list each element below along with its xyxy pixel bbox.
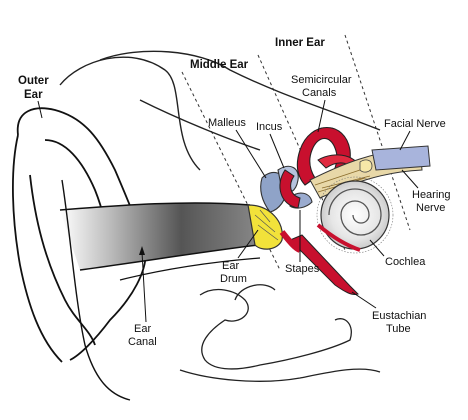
ear-canal-shading <box>60 202 262 270</box>
hearing-nerve-leader <box>401 169 419 189</box>
pinna-concha <box>29 174 96 346</box>
facial-nerve-label: Facial Nerve <box>384 118 446 130</box>
ear-drum <box>247 204 283 250</box>
lower-bones <box>179 284 381 382</box>
skull-contour <box>139 99 261 151</box>
cochlea-leader <box>369 239 385 257</box>
incus-leader <box>269 133 285 169</box>
semicircular-canals-label-line1: Semicircular <box>291 74 352 86</box>
region-dividers <box>181 34 411 271</box>
ear-drum-texture <box>254 209 279 241</box>
ear-drum-leader <box>237 229 259 259</box>
facial-nerve-leader <box>399 130 411 151</box>
head-outline <box>59 50 381 171</box>
ear-canal-upper-wall <box>59 202 251 211</box>
outer-ear-header-line2: Ear <box>24 89 43 101</box>
incus-label: Incus <box>256 121 283 133</box>
eustachian-tube-label-line2: Tube <box>386 323 411 335</box>
ear-canal-lower-wall <box>79 244 259 271</box>
facial-nerve-band <box>371 145 431 171</box>
nerve-ganglion <box>359 159 373 173</box>
jaw-outline <box>61 179 131 401</box>
outer-ear-header-line1: Outer <box>18 75 49 87</box>
cochlea-hairline <box>316 176 394 254</box>
outer-ear-leader <box>37 100 43 119</box>
canal-floor-line <box>119 257 261 281</box>
ear-canal-label-line1: Ear <box>134 323 151 335</box>
lower-bone-2 <box>179 368 381 382</box>
stapes-label: Stapes <box>285 263 320 275</box>
ear-canal-leader <box>141 251 147 323</box>
eustachian-tube <box>279 230 359 295</box>
hearing-nerve-label-line2: Nerve <box>416 202 445 214</box>
middle-ear-header: Middle Ear <box>190 59 249 71</box>
ear-canal-arrowhead <box>139 246 145 255</box>
cochlea-spiral <box>328 188 382 236</box>
eustachian-tube-label-line1: Eustachian <box>372 310 426 322</box>
lower-bone-1 <box>199 288 352 370</box>
pinna-outer-rim <box>12 134 63 363</box>
ear-drum-label-line1: Ear <box>222 260 239 272</box>
skull-inner-line <box>99 50 381 131</box>
cochlea-label: Cochlea <box>385 256 426 268</box>
inner-ear-header: Inner Ear <box>275 37 325 49</box>
outer-middle-divider <box>181 71 281 271</box>
semicircular-canal-posterior <box>279 169 301 209</box>
skull-outline <box>59 56 201 171</box>
ear-canal-label-line2: Canal <box>128 336 157 348</box>
cochlea-body <box>320 180 390 250</box>
lower-bone-3 <box>234 284 276 301</box>
cochlea-vessel <box>316 223 361 252</box>
cochlea <box>316 176 394 254</box>
hearing-nerve-label-line1: Hearing <box>412 189 451 201</box>
semicircular-canals-label-line2: Canals <box>302 87 337 99</box>
eustachian-tube-leader <box>351 291 377 309</box>
semicircular-canals-leader <box>317 99 326 133</box>
malleus-label: Malleus <box>208 117 246 129</box>
malleus-leader <box>235 129 267 179</box>
inner-right-divider <box>344 34 411 231</box>
leader-lines <box>37 99 419 323</box>
middle-ear-red <box>279 230 302 253</box>
region-headers: Outer Ear Middle Ear Inner Ear <box>18 37 325 101</box>
ear-canal <box>59 179 262 401</box>
anatomy-labels: Semicircular Canals Malleus Incus Facial… <box>128 74 451 348</box>
ear-drum-label-line2: Drum <box>220 273 247 285</box>
eustachian-tube-shape <box>289 234 359 295</box>
